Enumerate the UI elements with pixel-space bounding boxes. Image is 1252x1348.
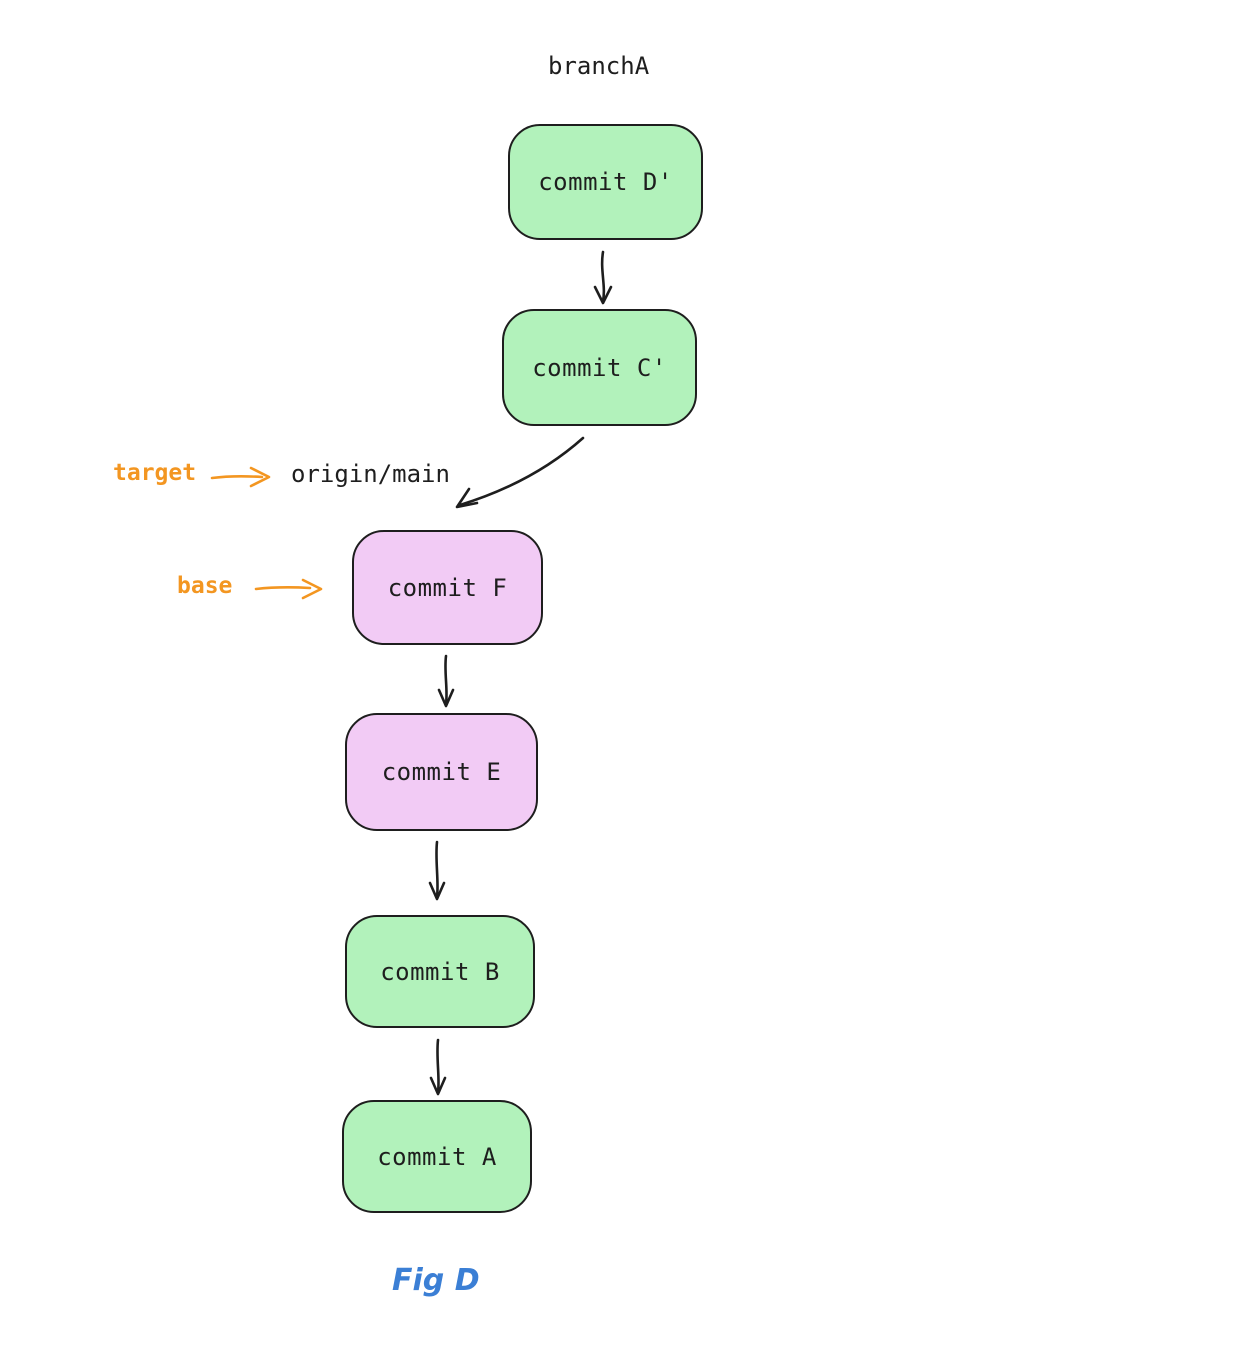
branch-label: branchA	[548, 52, 650, 80]
base-arrow	[254, 578, 323, 600]
node-commit-c-prime: commit C'	[502, 309, 697, 426]
edge-d-to-c	[593, 250, 613, 305]
node-commit-b: commit B	[345, 915, 535, 1028]
target-arrow	[210, 466, 271, 488]
target-annotation-label: target	[113, 460, 197, 486]
base-annotation-label: base	[177, 573, 233, 599]
node-commit-e: commit E	[345, 713, 538, 831]
figure-caption: Fig D	[392, 1263, 480, 1298]
edge-f-to-e	[437, 654, 455, 708]
node-commit-d-prime: commit D'	[508, 124, 703, 240]
node-commit-a: commit A	[342, 1100, 532, 1213]
edge-b-to-a	[429, 1038, 447, 1096]
edge-e-to-b	[428, 840, 446, 901]
edge-c-to-f	[455, 436, 585, 509]
node-commit-f: commit F	[352, 530, 543, 645]
origin-main-ref-label: origin/main	[291, 460, 450, 488]
